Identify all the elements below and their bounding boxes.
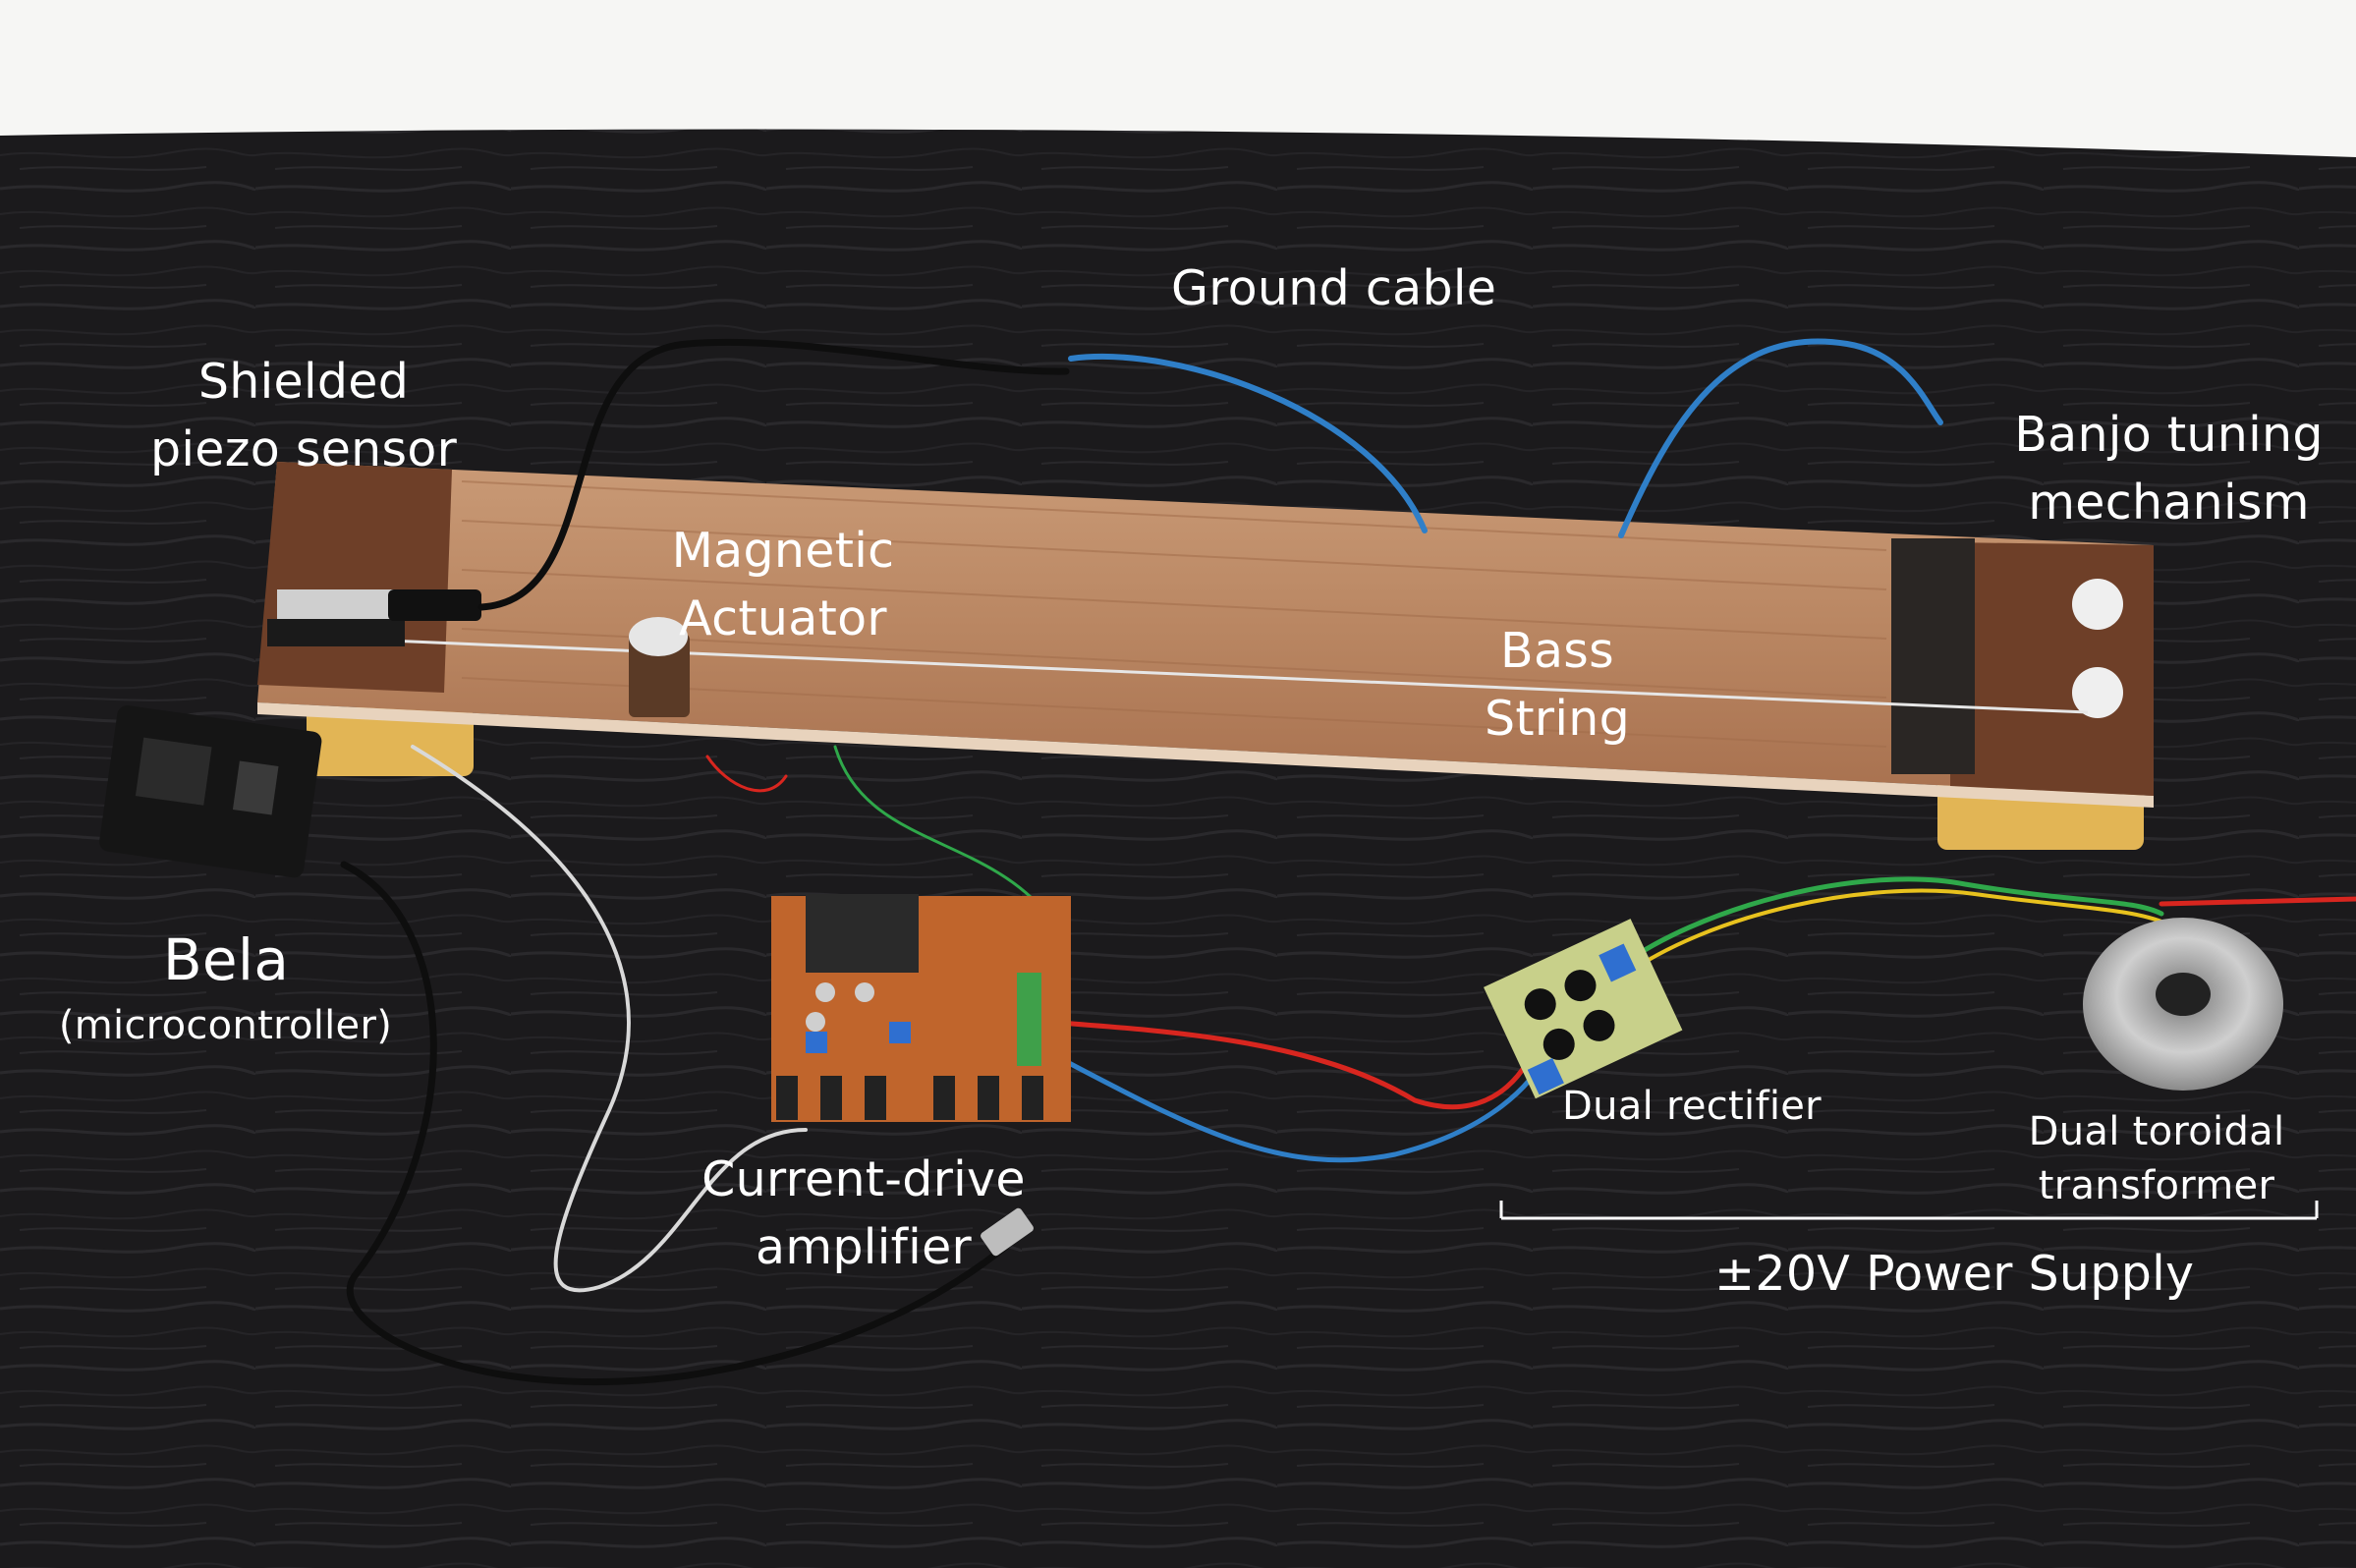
cables bbox=[340, 338, 2356, 1385]
label-shielded-line1: Shielded bbox=[197, 354, 410, 410]
label-banjo-tuning-mechanism: Banjo tuning mechanism bbox=[2014, 411, 2324, 527]
label-dual-toroidal-transformer: Dual toroidal transformer bbox=[2024, 1112, 2289, 1205]
label-banjo-line2: mechanism bbox=[2028, 475, 2310, 531]
label-banjo-line1: Banjo tuning bbox=[2014, 407, 2324, 463]
label-magnetic-actuator: Magnetic Actuator bbox=[660, 527, 906, 643]
usb-plug bbox=[981, 1207, 1034, 1257]
label-bela: Bela bbox=[162, 926, 290, 993]
bass-string bbox=[294, 635, 2089, 714]
wooden-board bbox=[257, 462, 2154, 796]
label-dual-rectifier: Dual rectifier bbox=[1562, 1084, 1822, 1129]
current-drive-amplifier-board bbox=[771, 894, 1071, 1122]
board-end-right bbox=[1950, 542, 2154, 796]
label-ground-cable: Ground cable bbox=[1171, 260, 1497, 316]
label-current-drive-amplifier: Current-drive amplifier bbox=[692, 1155, 1036, 1271]
magnetic-actuator bbox=[629, 634, 690, 717]
power-supply-bracket bbox=[1499, 1201, 2319, 1220]
label-bass-line1: Bass bbox=[1500, 623, 1614, 679]
label-power-supply: ±20V Power Supply bbox=[1714, 1246, 2195, 1302]
label-magnetic-line1: Magnetic bbox=[671, 523, 895, 579]
label-magnetic-line2: Actuator bbox=[679, 590, 887, 646]
label-current-line2: amplifier bbox=[756, 1219, 972, 1275]
label-current-line1: Current-drive bbox=[701, 1151, 1026, 1207]
label-bass-string: Bass String bbox=[1474, 627, 1641, 743]
tuning-peg-1 bbox=[2072, 579, 2123, 630]
tuning-peg-2 bbox=[2072, 667, 2123, 718]
label-shielded-piezo-sensor: Shielded piezo sensor bbox=[147, 358, 460, 474]
label-bela-microcontroller: (microcontroller) bbox=[58, 1003, 393, 1048]
bela-board bbox=[99, 705, 322, 878]
label-shielded-line2: piezo sensor bbox=[149, 421, 458, 477]
label-toroidal-line1: Dual toroidal bbox=[2028, 1109, 2285, 1154]
tuning-bracket bbox=[1891, 538, 1975, 774]
dual-rectifier-board bbox=[1484, 919, 1683, 1099]
label-bass-line2: String bbox=[1484, 691, 1631, 747]
board-end-left bbox=[257, 462, 452, 693]
wall bbox=[0, 0, 2356, 138]
label-toroidal-line2: transformer bbox=[2038, 1163, 2275, 1208]
